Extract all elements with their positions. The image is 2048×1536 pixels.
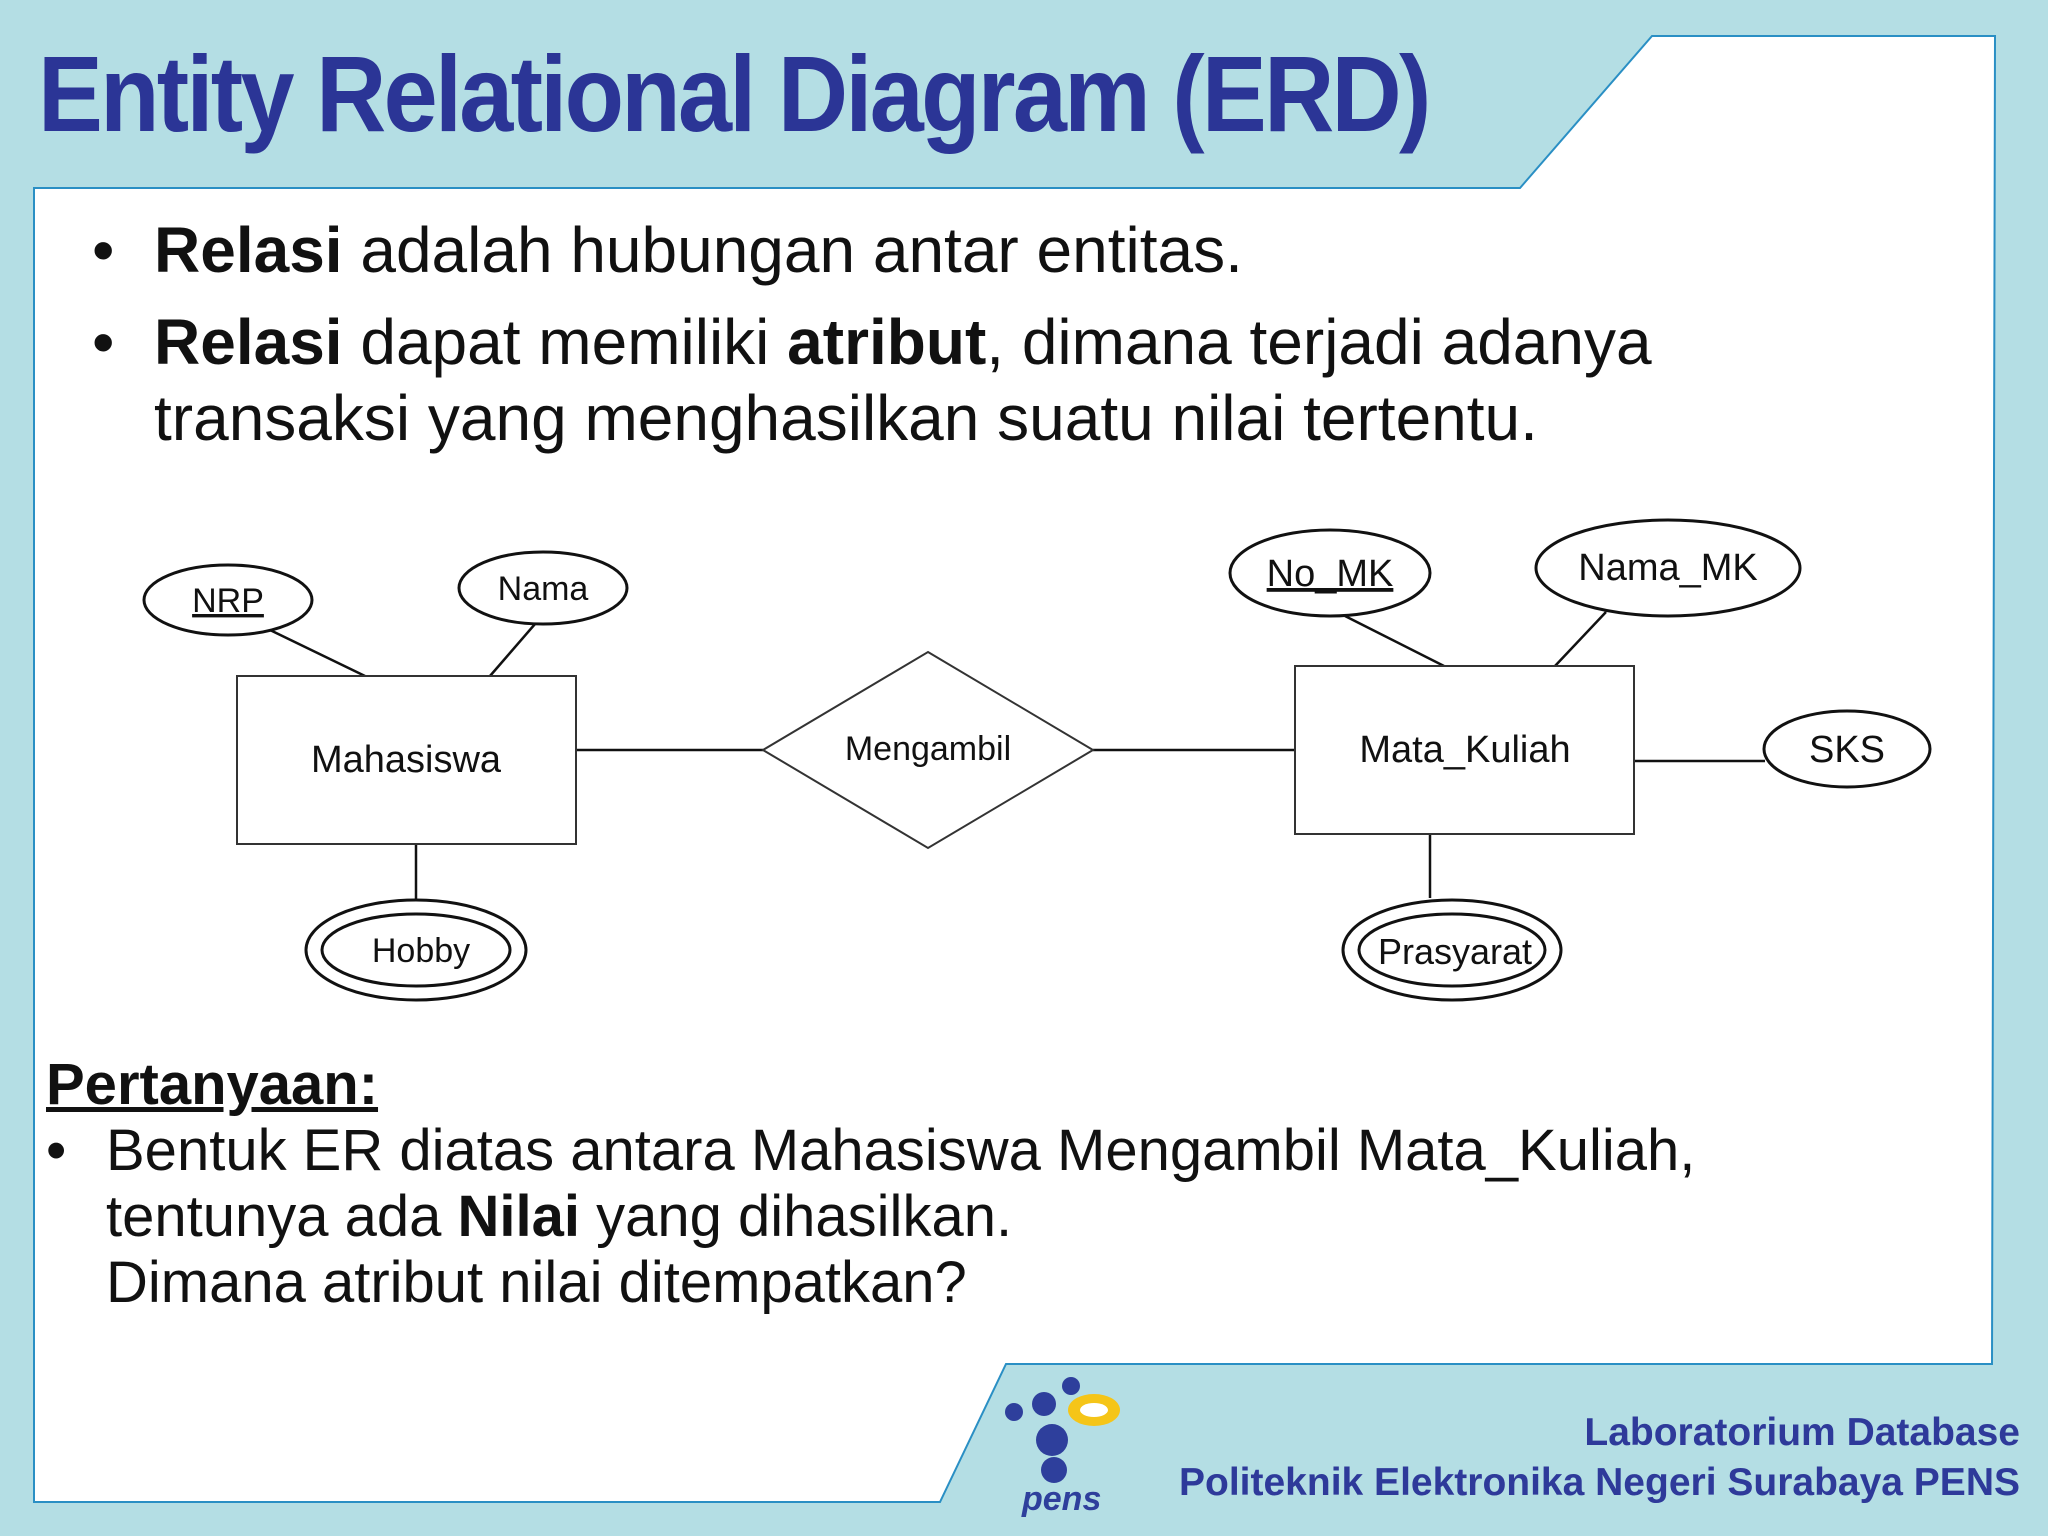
entity-mata-kuliah-box [1294,665,1635,835]
bullet-text: dapat memiliki [342,306,788,378]
question-section: Pertanyaan: • Bentuk ER diatas antara Ma… [46,1052,1946,1316]
bullet-item: • Relasi dapat memiliki atribut, dimana … [92,304,1972,456]
question-line-2-pre: tentunya ada [106,1184,458,1249]
bullet-keyword-atribut: atribut [787,306,987,378]
connector-nama [489,623,536,677]
footer-institution: Politeknik Elektronika Negeri Surabaya P… [1179,1461,2020,1504]
attribute-nama-mk-label: Nama_MK [1578,547,1758,589]
question-line-3: Dimana atribut nilai ditempatkan? [106,1250,967,1315]
question-heading: Pertanyaan: [46,1052,379,1117]
connector-nrp [269,628,366,678]
question-line-1: Bentuk ER diatas antara Mahasiswa Mengam… [106,1118,1696,1183]
attribute-sks-oval [1762,709,1932,789]
attribute-nrp-oval [142,563,314,637]
attribute-no-mk-oval [1228,528,1432,618]
bullet-text-line2: transaksi yang menghasilkan suatu nilai … [154,382,1538,454]
entity-mata-kuliah-label: Mata_Kuliah [1359,729,1570,771]
question-item: • Bentuk ER diatas antara Mahasiswa Meng… [46,1118,1946,1316]
connector-namamk [1554,611,1607,667]
bullet-item: • Relasi adalah hubungan antar entitas. [92,212,1972,288]
attribute-prasyarat-inner-oval [1357,912,1547,988]
bullet-keyword: Relasi [154,214,343,286]
bullet-dot: • [92,214,115,286]
bullet-text: , dimana terjadi adanya [986,306,1652,378]
entity-mahasiswa-box [236,675,577,845]
attribute-hobby-label: Hobby [372,932,470,970]
attribute-hobby-inner-oval [320,912,512,988]
bullet-keyword: Relasi [154,306,343,378]
bullet-list: • Relasi adalah hubungan antar entitas. … [92,212,1972,472]
footer: Laboratorium Database Politeknik Elektro… [1179,1408,2020,1508]
attribute-hobby-outer-oval [304,898,528,1002]
attribute-prasyarat-label: Prasyarat [1378,931,1532,972]
question-line-2: tentunya ada Nilai yang dihasilkan. [106,1184,1946,1250]
attribute-sks-label: SKS [1809,729,1885,771]
bullet-dot: • [46,1118,67,1183]
connector-nomk [1344,614,1445,668]
entity-mahasiswa-label: Mahasiswa [311,739,502,781]
question-keyword-nilai: Nilai [457,1184,581,1249]
bullet-dot: • [92,306,115,378]
attribute-nama-mk-oval [1534,518,1802,618]
pens-logo-wordmark: pens [1021,1480,1101,1518]
attribute-prasyarat-outer-oval [1341,898,1563,1002]
attribute-nrp-label: NRP [192,582,264,620]
footer-lab-name: Laboratorium Database [1584,1411,2020,1454]
pens-logo: pens [1005,1377,1120,1518]
attribute-nama-oval [457,550,629,626]
attribute-nama-label: Nama [498,570,589,608]
relationship-mengambil-diamond [761,650,1095,850]
question-line-2-post: yang dihasilkan. [580,1184,1013,1249]
bullet-text: adalah hubungan antar entitas. [342,214,1243,286]
relationship-mengambil-label: Mengambil [845,730,1011,768]
slide-title: Entity Relational Diagram (ERD) [38,33,1431,154]
attribute-no-mk-label: No_MK [1267,553,1394,595]
